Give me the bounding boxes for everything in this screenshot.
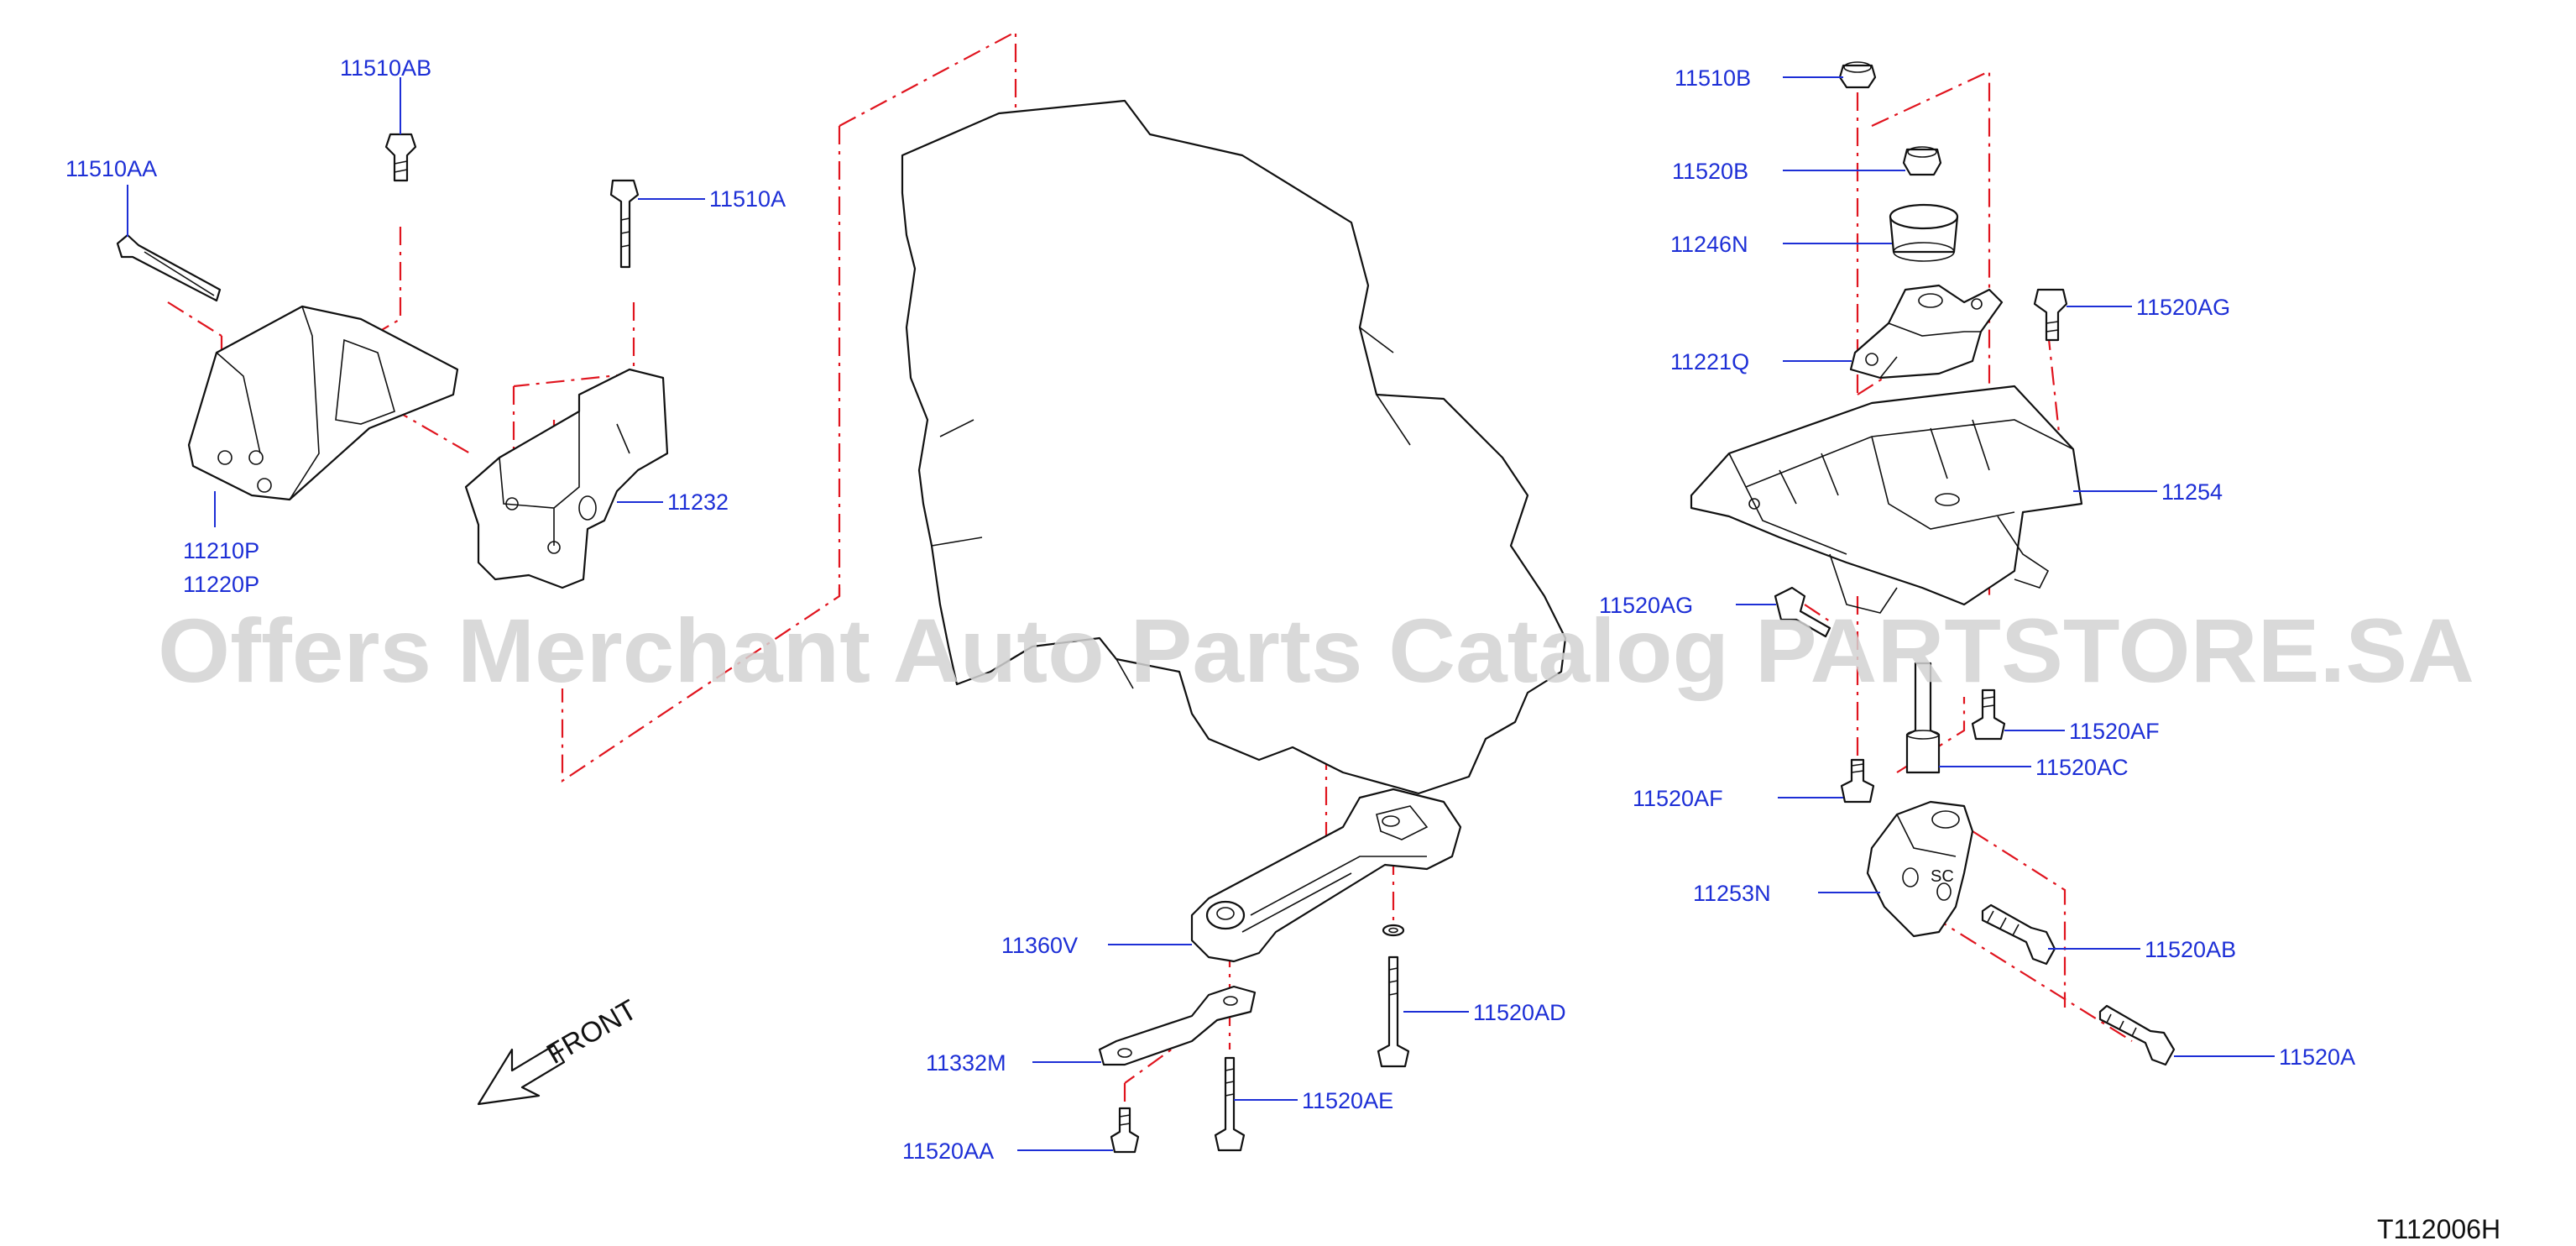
diagram-code: T112006H — [2377, 1214, 2500, 1244]
bracket-11253N: SC — [1866, 800, 1974, 938]
label-11520AG-left[interactable]: 11520AG — [1599, 593, 1693, 618]
label-11520AG-top[interactable]: 11520AG — [2136, 295, 2230, 320]
bolt-11520AF-left — [1840, 758, 1875, 804]
torque-rod-11360V — [1190, 788, 1462, 963]
label-11510AB[interactable]: 11510AB — [340, 55, 431, 81]
label-11520A[interactable]: 11520A — [2279, 1044, 2355, 1070]
watermark-text: Offers Merchant Auto Parts Catalog PARTS… — [158, 599, 2474, 701]
bolt-11520AG-left — [1774, 586, 1831, 638]
bolt-11510AA — [116, 233, 222, 302]
label-11210P[interactable]: 11210P — [183, 538, 259, 563]
bolt-11510A — [609, 179, 640, 269]
nut-11510B — [1838, 61, 1877, 89]
label-11520AC[interactable]: 11520AC — [2035, 755, 2129, 780]
label-11520AA[interactable]: 11520AA — [902, 1139, 994, 1164]
bracket-11254 — [1690, 385, 2083, 614]
label-11520AB[interactable]: 11520AB — [2145, 937, 2236, 962]
label-11520B[interactable]: 11520B — [1672, 159, 1748, 184]
insulator-11246N — [1889, 203, 1959, 262]
nut-11520B — [1902, 146, 1942, 176]
label-11232[interactable]: 11232 — [667, 490, 729, 515]
label-11510AA[interactable]: 11510AA — [65, 156, 157, 181]
label-11520AF-right[interactable]: 11520AF — [2069, 719, 2160, 744]
part-labels: 11510AB 11510AA 11510A 11210P 11220P 112… — [65, 55, 2355, 1164]
bolt-11510AB — [384, 133, 417, 182]
engine-block-outline — [901, 99, 1567, 795]
bolt-11520AA — [1110, 1107, 1140, 1154]
washer — [1382, 924, 1405, 937]
leader-lines — [127, 76, 2275, 1151]
bolt-11520AE — [1214, 1056, 1246, 1152]
label-11520AE[interactable]: 11520AE — [1302, 1088, 1393, 1113]
front-label: FRONT — [541, 993, 642, 1070]
label-11253N[interactable]: 11253N — [1693, 881, 1771, 906]
bolt-11520A — [2098, 1004, 2176, 1066]
bolt-11520AB — [1981, 903, 2056, 966]
label-11510A[interactable]: 11510A — [709, 186, 786, 212]
stud-11520AC — [1905, 662, 1941, 774]
label-11221Q[interactable]: 11221Q — [1670, 349, 1749, 374]
label-11254[interactable]: 11254 — [2161, 479, 2223, 505]
label-11332M[interactable]: 11332M — [926, 1050, 1006, 1076]
front-arrow-icon — [477, 1044, 566, 1106]
bracket-11332M — [1098, 985, 1257, 1066]
label-11360V[interactable]: 11360V — [1001, 933, 1078, 958]
bolt-11520AG-top — [2033, 288, 2068, 342]
bracket-11232 — [464, 368, 669, 589]
bolt-11520AF-right — [1971, 688, 2006, 741]
label-11520AD[interactable]: 11520AD — [1473, 1000, 1566, 1025]
label-11246N[interactable]: 11246N — [1670, 232, 1748, 257]
svg-text:SC: SC — [1931, 867, 1954, 886]
bolt-11520AD — [1377, 955, 1410, 1068]
engine-mount-11210P — [187, 305, 459, 501]
label-11510B[interactable]: 11510B — [1675, 65, 1751, 91]
label-11520AF-left[interactable]: 11520AF — [1633, 786, 1723, 811]
label-11220P[interactable]: 11220P — [183, 572, 259, 597]
engine-mount-11221Q — [1849, 284, 2004, 380]
